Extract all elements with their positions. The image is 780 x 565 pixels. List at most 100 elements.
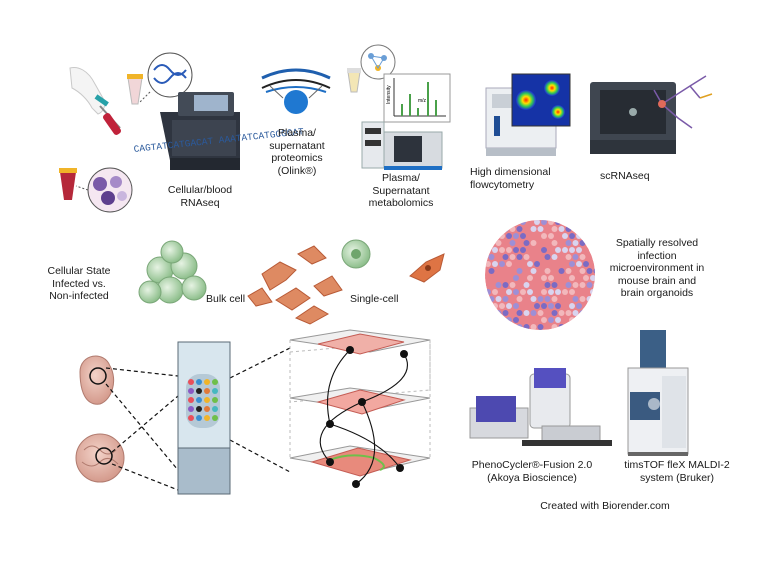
hex-dot: [523, 268, 530, 274]
hex-dot: [583, 220, 589, 225]
hex-dot: [516, 296, 523, 302]
hex-dot: [527, 275, 533, 281]
hex-dot: [516, 282, 523, 288]
hex-dot: [485, 233, 491, 239]
hex-dot: [558, 254, 565, 260]
hex-dot: [516, 226, 523, 232]
hex-dot: [572, 240, 579, 246]
hex-dot: [576, 261, 582, 267]
label-phenocycler: PhenoCycler®-Fusion 2.0 (Akoya Bioscienc…: [462, 459, 602, 484]
hex-dot: [523, 310, 530, 316]
hex-dot: [551, 324, 558, 330]
hex-dot: [555, 233, 561, 239]
hex-dot: [495, 268, 502, 274]
hex-dot: [565, 324, 572, 330]
slide-spot: [196, 397, 202, 403]
hex-dot: [565, 310, 572, 316]
slide-spot: [196, 406, 202, 412]
hex-dot: [586, 268, 593, 274]
label-rnaseq: Cellular/blood RNAseq: [150, 184, 250, 209]
label-line: Created with Biorender.com: [540, 500, 670, 512]
hex-dot: [583, 289, 589, 295]
scrnaseq-instrument-icon: [590, 82, 676, 154]
hex-dot: [499, 303, 505, 309]
hex-dot: [516, 254, 523, 260]
label-line: mouse brain and: [617, 274, 697, 287]
hex-dot: [534, 303, 540, 309]
bulk-cell-cluster-icon: [138, 240, 207, 304]
hex-dot: [583, 303, 589, 309]
hex-dot: [583, 317, 589, 323]
hex-dot: [495, 296, 502, 302]
flow-density-plot-icon: [511, 73, 571, 127]
hex-dot: [593, 240, 595, 246]
hex-dot: [569, 303, 575, 309]
hex-dot: [572, 296, 579, 302]
hex-dot: [576, 247, 582, 253]
label-line: supernatant: [269, 139, 325, 152]
hex-dot: [527, 220, 533, 225]
hex-dot: [516, 240, 523, 246]
hex-dot: [593, 282, 595, 288]
hex-dot: [548, 220, 554, 225]
hex-dot: [586, 310, 593, 316]
slide-spot: [188, 415, 194, 421]
hex-dot: [593, 324, 595, 330]
hex-dot: [513, 289, 519, 295]
label-line: Plasma/: [382, 172, 420, 184]
hex-dot: [551, 254, 558, 260]
hex-dot: [502, 240, 509, 246]
hex-dot: [492, 261, 498, 267]
hex-dot: [502, 324, 509, 330]
hex-dot: [562, 303, 568, 309]
hex-dot: [520, 317, 526, 323]
hex-dot: [555, 275, 561, 281]
hex-dot: [551, 268, 558, 274]
dna-zoom-icon: [139, 52, 193, 103]
hex-dot: [558, 226, 565, 232]
label-line: proteomics: [271, 152, 323, 164]
slide-spot: [204, 397, 210, 403]
hex-dot: [562, 261, 568, 267]
hex-dot: [530, 296, 537, 302]
hex-dot: [530, 268, 537, 274]
hex-dot: [569, 317, 575, 323]
label-line: Non-infected: [49, 290, 109, 302]
hex-dot: [537, 310, 544, 316]
hex-dot: [530, 254, 537, 260]
hex-dot: [492, 247, 498, 253]
label-line: flowcytometry: [470, 178, 535, 191]
label-line: (Olink®): [277, 164, 317, 177]
hex-dot: [502, 282, 509, 288]
hex-dot: [586, 296, 593, 302]
hex-dot: [586, 254, 593, 260]
hex-dot: [562, 233, 568, 239]
hex-dot: [551, 282, 558, 288]
hex-dot: [544, 254, 551, 260]
hex-dot: [488, 282, 495, 288]
hex-dot: [492, 317, 498, 323]
hex-dot: [572, 310, 579, 316]
label-line: Cellular/blood: [167, 184, 233, 196]
hex-dot: [488, 268, 495, 274]
label-line: Spatially resolved: [615, 237, 699, 249]
hex-dot: [513, 317, 519, 323]
hex-dot: [569, 233, 575, 239]
label-line: RNAseq: [180, 196, 220, 209]
hex-dot: [488, 226, 495, 232]
label-line: Plasma/: [278, 127, 316, 139]
lcms-instrument-icon: [361, 121, 443, 170]
hex-dot: [551, 226, 558, 232]
hex-dot: [527, 233, 533, 239]
hex-dot: [492, 303, 498, 309]
hex-dot: [544, 240, 551, 246]
olink-eye-icon: [261, 68, 331, 114]
hex-dot: [586, 324, 593, 330]
label-flow: High dimensional flowcytometry: [470, 166, 580, 191]
label-metabolomics: Plasma/ Supernatant metabolomics: [356, 172, 446, 210]
hex-dot: [551, 240, 558, 246]
hex-dot: [572, 324, 579, 330]
hex-dot: [593, 296, 595, 302]
hex-dot: [548, 275, 554, 281]
